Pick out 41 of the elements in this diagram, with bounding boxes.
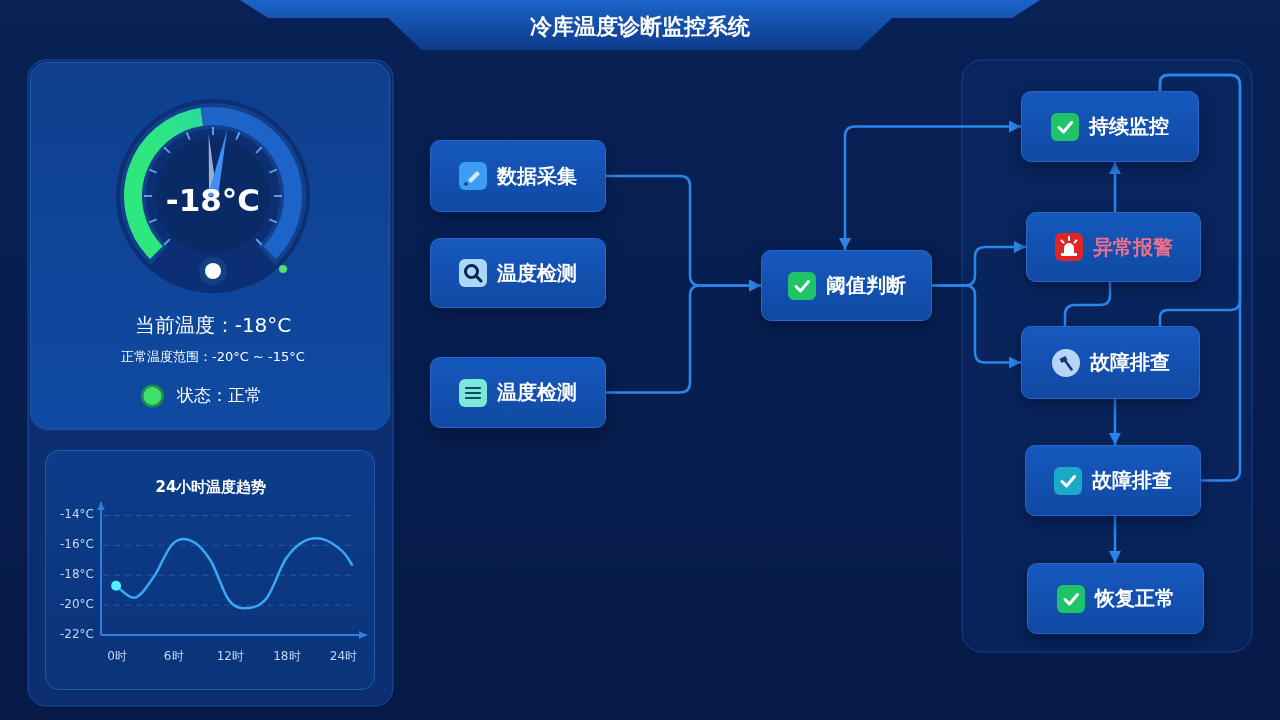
step-label: 阈值判断 xyxy=(825,274,906,297)
chart-title: 24小时温度趋势 xyxy=(155,479,267,497)
x-tick-label: 12时 xyxy=(216,650,244,664)
y-tick-label: -18°C xyxy=(60,568,94,582)
process-box xyxy=(430,140,606,212)
x-tick-label: 0时 xyxy=(107,650,127,664)
x-tick-label: 18时 xyxy=(273,650,301,664)
process-box xyxy=(1025,445,1201,516)
x-tick-label: 6时 xyxy=(163,650,184,664)
current-temperature-text: 当前温度：-18°C xyxy=(134,313,292,337)
step-label: 持续监控 xyxy=(1089,115,1169,138)
arrow xyxy=(1109,162,1121,212)
arrow xyxy=(839,120,1021,250)
process-box xyxy=(1021,91,1199,162)
y-tick-label: -14°C xyxy=(60,508,94,523)
y-tick-label: -16°C xyxy=(60,538,94,553)
step-label: 温度检测 xyxy=(497,261,577,285)
step-label: 异常报警 xyxy=(1092,235,1173,259)
arrow xyxy=(606,279,761,394)
step-label: 温度检测 xyxy=(497,381,577,404)
process-box xyxy=(1026,212,1201,282)
step-label: 故障排查 xyxy=(1089,351,1170,374)
process-box xyxy=(430,357,606,428)
step-label: 故障排查 xyxy=(1092,469,1172,492)
arrow xyxy=(932,284,1021,369)
step-label: 恢复正常 xyxy=(1094,587,1175,610)
x-tick-label: 24时 xyxy=(329,650,358,664)
range-text: 正常温度范围：-20°C ~ -15°C xyxy=(121,349,305,365)
y-tick-label: -20°C xyxy=(60,598,94,612)
y-tick-label: -22°C xyxy=(60,628,94,642)
step-label: 数据采集 xyxy=(497,164,577,188)
arrow xyxy=(1109,399,1121,445)
diagram-title: 冷库温度诊断监控系统 xyxy=(530,14,750,40)
process-box xyxy=(1027,563,1204,634)
temperature-reading: -18°C xyxy=(165,183,261,219)
process-box xyxy=(430,238,606,308)
status-text: 状态：正常 xyxy=(176,386,262,406)
process-box xyxy=(1021,326,1200,399)
arrow xyxy=(1109,516,1121,563)
gauge-panel xyxy=(30,62,390,430)
process-box xyxy=(761,250,932,321)
